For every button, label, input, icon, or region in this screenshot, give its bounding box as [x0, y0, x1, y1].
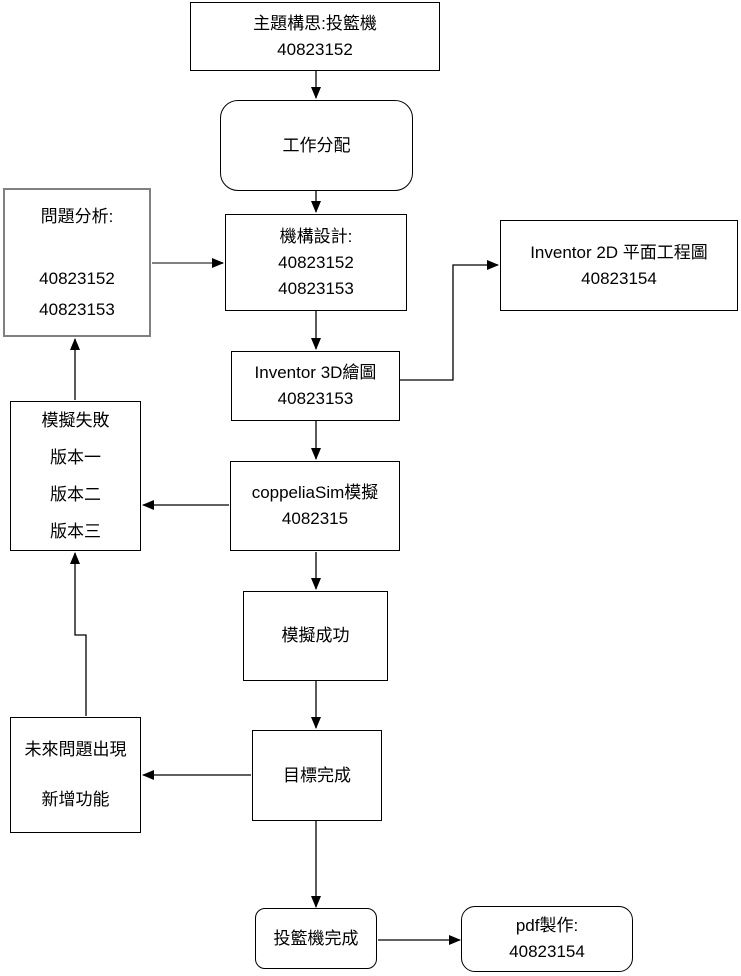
- node-text-line: 40823152: [39, 268, 115, 288]
- node-inventor-3d-drawing: Inventor 3D繪圖 40823153: [231, 351, 400, 421]
- edge-inv3d-to-inv2d: [400, 260, 499, 381]
- node-text-line: 主題構思:投籃機: [253, 13, 377, 33]
- node-coppeliasim-simulation: coppeliaSim模擬 4082315: [230, 461, 400, 551]
- node-text-line: 40823153: [277, 389, 354, 408]
- node-text-line: Inventor 3D繪圖: [254, 363, 377, 382]
- node-problem-analysis: 問題分析: 40823152 40823153: [3, 188, 151, 337]
- node-inventor-2d-drawing: Inventor 2D 平面工程圖 40823154: [500, 220, 738, 311]
- node-text-line: 投籃機完成: [273, 928, 359, 948]
- node-text-line: pdf製作:: [515, 916, 579, 935]
- node-topic-idea: 主題構思:投籃機 40823152: [190, 2, 440, 71]
- node-text-line: 40823153: [39, 299, 115, 319]
- node-future-problems: 未來問題出現 新增功能: [10, 717, 141, 833]
- node-pdf-production: pdf製作: 40823154: [461, 906, 633, 972]
- node-goal-complete: 目標完成: [252, 730, 382, 821]
- node-text-line: 模擬失敗: [41, 411, 110, 430]
- node-work-assignment: 工作分配: [220, 100, 413, 191]
- node-text-line: 新增功能: [41, 790, 110, 809]
- edge-future-to-simfail: [70, 552, 87, 716]
- node-simulation-success: 模擬成功: [243, 591, 388, 681]
- node-text-line: 未來問題出現: [24, 740, 127, 759]
- node-text-line: 40823154: [581, 268, 657, 288]
- node-text-line: 版本二: [50, 485, 101, 504]
- node-machine-complete: 投籃機完成: [255, 908, 377, 969]
- node-text-line: 40823152: [278, 252, 354, 272]
- node-text-line: Inventor 2D 平面工程圖: [530, 242, 708, 262]
- node-text-line: 目標完成: [283, 765, 351, 785]
- node-text-line: 版本一: [50, 448, 101, 467]
- node-text-line: 40823153: [278, 278, 354, 298]
- node-mechanism-design: 機構設計: 40823152 40823153: [225, 214, 407, 311]
- node-text-line: coppeliaSim模擬: [251, 483, 379, 502]
- node-simulation-failed: 模擬失敗 版本一 版本二 版本三: [10, 401, 141, 551]
- node-text-line: 模擬成功: [281, 626, 350, 645]
- node-text-line: 機構設計:: [279, 226, 353, 246]
- node-text-line: 40823154: [509, 942, 585, 961]
- node-text-line: 40823152: [277, 39, 353, 59]
- node-text-line: 4082315: [281, 509, 349, 528]
- node-text-line: 工作分配: [282, 135, 351, 155]
- node-text-line: 問題分析:: [40, 206, 114, 226]
- node-text-line: 版本三: [50, 522, 101, 541]
